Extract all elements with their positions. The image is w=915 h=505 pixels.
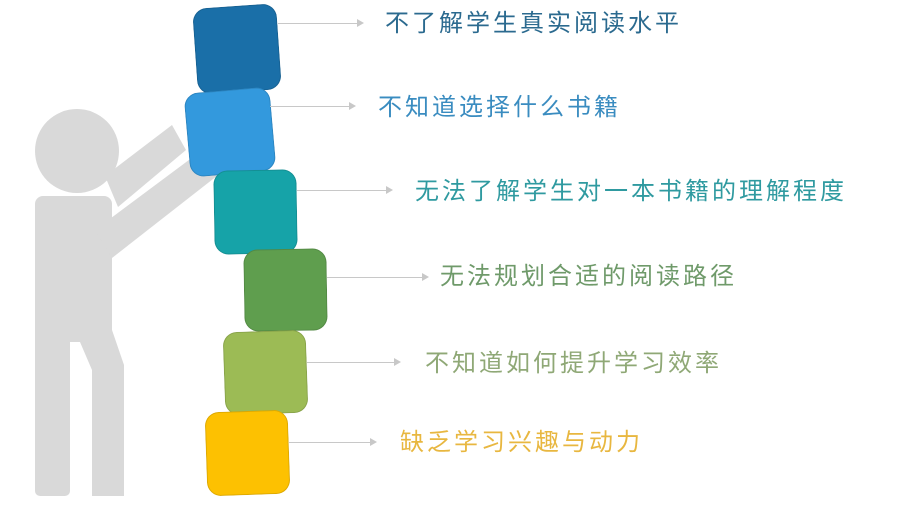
block-6	[204, 409, 291, 497]
arrow-5	[307, 358, 401, 366]
arrow-6	[289, 438, 377, 446]
arrow-1	[278, 19, 364, 27]
label-1: 不了解学生真实阅读水平	[385, 9, 682, 37]
label-2: 不知道选择什么书籍	[378, 93, 621, 121]
label-4: 无法规划合适的阅读路径	[440, 262, 737, 290]
arrow-3	[297, 186, 393, 194]
block-3	[213, 169, 298, 255]
label-5: 不知道如何提升学习效率	[425, 349, 722, 377]
block-4	[243, 248, 328, 332]
block-5	[222, 329, 309, 416]
block-1	[192, 3, 282, 95]
label-6: 缺乏学习兴趣与动力	[400, 428, 643, 456]
block-2	[183, 86, 277, 178]
label-3: 无法了解学生对一本书籍的理解程度	[415, 177, 847, 205]
person-icon	[35, 109, 222, 496]
arrow-2	[270, 102, 356, 110]
arrow-4	[327, 273, 429, 281]
